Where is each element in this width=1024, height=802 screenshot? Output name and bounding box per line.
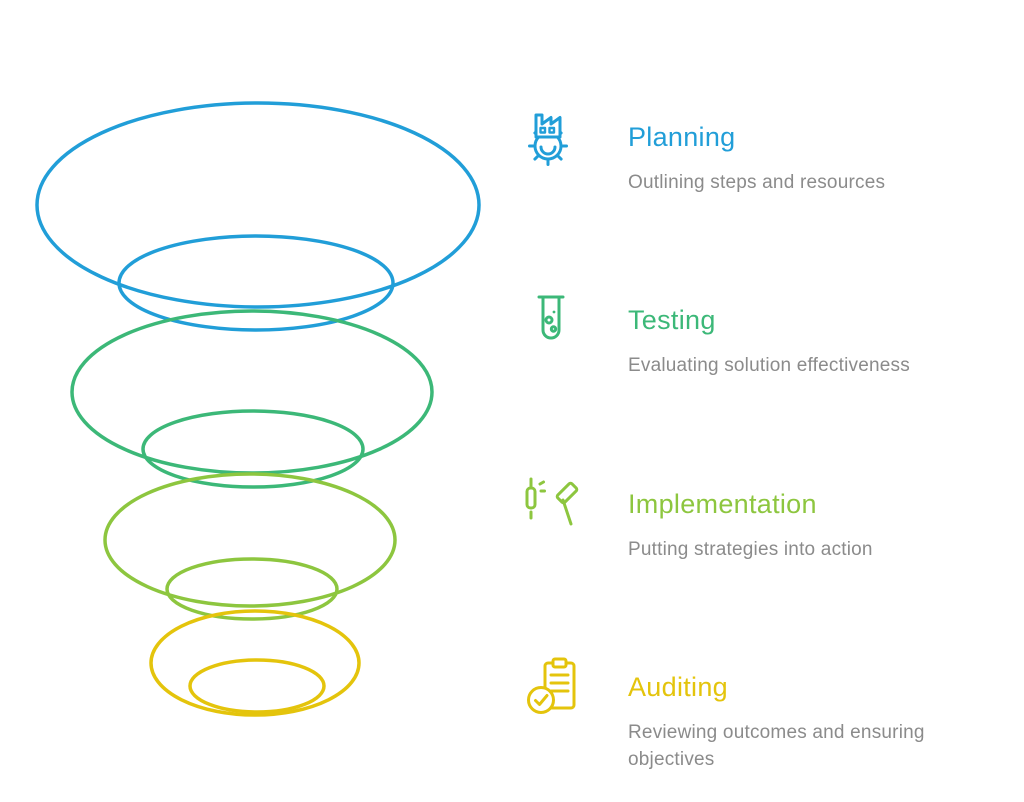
stage-description-testing: Evaluating solution effectiveness [628,355,910,377]
stage-title-implementation: Implementation [628,489,817,519]
stage-description-auditing: Reviewing outcomes and ensuring objectiv… [628,722,925,770]
funnel-level-implementation [103,472,397,621]
stage-title-planning: Planning [628,122,736,152]
legend-item-implementation: Implementation Putting strategies into a… [512,467,1006,564]
clipboard-check-icon [512,650,588,726]
stage-title-auditing: Auditing [628,672,728,702]
legend-item-testing: Testing Evaluating solution effectivenes… [512,283,1006,380]
stage-description-implementation: Putting strategies into action [628,539,873,561]
funnel-level-testing [70,309,434,489]
test-tube-icon [512,283,588,359]
legend-item-auditing: Auditing Reviewing outcomes and ensuring… [512,650,1006,774]
stage-title-testing: Testing [628,305,716,335]
hammer-tools-icon [512,467,588,543]
stage-description-planning: Outlining steps and resources [628,172,886,194]
factory-gear-icon [512,100,588,176]
funnel-level-auditing [149,609,361,717]
legend-item-planning: Planning Outlining steps and resources [512,100,1006,197]
funnel-level-planning [35,101,481,332]
